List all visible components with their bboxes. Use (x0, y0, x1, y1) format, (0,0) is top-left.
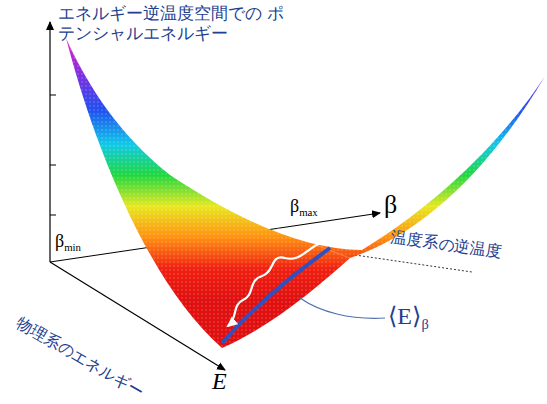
beta-axis-label: β (384, 190, 397, 219)
label-box: βmin (55, 231, 81, 253)
subscript: β (421, 316, 428, 332)
vertical-axis (49, 22, 50, 262)
surface-ridge (66, 38, 350, 258)
beta-max: β (290, 196, 299, 216)
fluctuation-arrow (228, 242, 322, 326)
axis-title: エネルギー逆温度空間での ポテンシャルエネルギー (58, 3, 284, 43)
label-box: 温度系の逆温度 (389, 228, 502, 262)
label-box: エネルギー逆温度空間での ポテンシャルエネルギー (58, 4, 288, 43)
surface-texture (66, 38, 545, 348)
beta-min: β (55, 231, 64, 251)
tick (50, 215, 56, 216)
subscript: min (64, 241, 81, 253)
leader-line (300, 298, 385, 318)
dotted-guide (355, 255, 472, 272)
tick (50, 95, 56, 96)
mean-energy-curve (222, 248, 330, 343)
axis-caption: 温度系の逆温度 (389, 227, 503, 261)
subscript: max (299, 206, 318, 218)
potential-surface (66, 38, 545, 348)
axis-caption: 物理系のエネルギー (13, 313, 147, 401)
label-box: 物理系のエネルギー (13, 314, 147, 402)
label-box: β (384, 190, 397, 220)
mean-energy-label: ⟨E⟩ (388, 303, 421, 329)
energy-axis-label: E (212, 368, 227, 394)
label-box: ⟨E⟩β (388, 303, 429, 333)
label-box: βmax (290, 196, 318, 218)
tick (50, 165, 56, 166)
label-box: E (212, 368, 227, 396)
